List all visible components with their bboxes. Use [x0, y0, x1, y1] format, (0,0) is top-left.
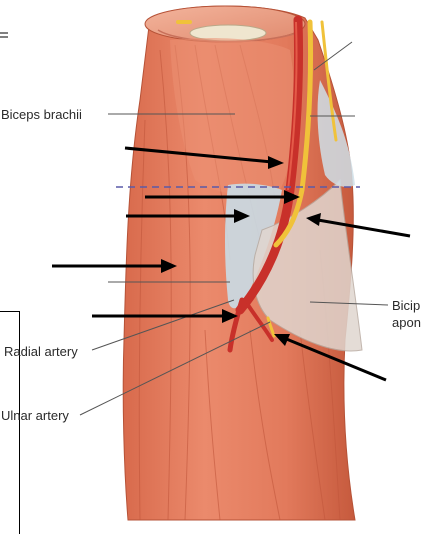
ulnar-artery-vessel [246, 303, 274, 342]
label-bicipital-aponeurosis-line2: apon [392, 315, 421, 330]
median-nerve [273, 19, 314, 248]
label-leader-lines [79, 41, 389, 416]
radial-artery-vessel [227, 297, 245, 353]
label-radial-artery: Radial artery [4, 344, 78, 359]
musculocutaneous-nerve [320, 20, 338, 142]
small-nerve-branch [266, 316, 276, 338]
label-biceps-brachii: Biceps brachii [1, 107, 82, 122]
label-bicipital-aponeurosis-line1: Bicip [392, 298, 421, 313]
brachial-artery [235, 15, 304, 315]
pointer-arrows [52, 146, 411, 382]
left-frame-border [0, 311, 20, 534]
label-ulnar-artery: Ulnar artery [1, 408, 69, 423]
brachial-artery-highlight [287, 21, 298, 191]
